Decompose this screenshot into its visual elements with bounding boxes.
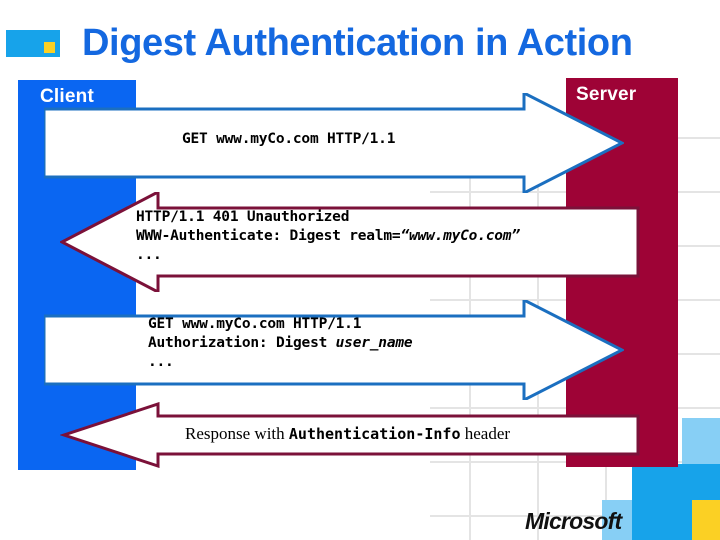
lifeline-client-label: Client — [40, 86, 94, 107]
message-3-text: GET www.myCo.com HTTP/1.1 Authorization:… — [148, 315, 413, 372]
message-4-text: Response with Authentication-Info header — [185, 424, 510, 444]
decoration-block-blue-2 — [632, 466, 662, 540]
message-1-text: GET www.myCo.com HTTP/1.1 — [182, 130, 395, 149]
message-3-line-1: GET www.myCo.com HTTP/1.1 — [148, 316, 362, 332]
message-4-prefix: Response with — [185, 424, 289, 443]
message-1-line-1: GET www.myCo.com HTTP/1.1 — [182, 131, 396, 147]
message-2-line-1: HTTP/1.1 401 Unauthorized — [136, 209, 350, 225]
message-2-text: HTTP/1.1 401 Unauthorized WWW-Authentica… — [136, 208, 520, 265]
message-2-realm-value: “www.myCo.com” — [400, 228, 520, 244]
square-bullet-icon — [6, 30, 60, 57]
message-arrow-2-challenge — [60, 192, 640, 292]
message-arrow-1-request — [44, 93, 624, 193]
message-2-line-3: ... — [136, 247, 162, 263]
message-arrow-4-response — [60, 402, 640, 468]
slide-title-row: Digest Authentication in Action — [0, 18, 720, 72]
decoration-block-lightblue-2 — [602, 500, 632, 540]
decoration-block-yellow-1 — [692, 500, 720, 540]
square-bullet-inner-icon — [44, 42, 55, 53]
decoration-block-lightblue-1 — [682, 418, 720, 464]
message-3-line-3: ... — [148, 354, 174, 370]
message-4-header-name: Authentication-Info — [288, 425, 461, 443]
message-2-line-2-prefix: WWW-Authenticate: Digest realm= — [136, 228, 401, 244]
message-arrow-3-authorized-request — [44, 300, 624, 400]
microsoft-logo: Microsoft — [525, 508, 622, 534]
lifeline-server-label: Server — [576, 84, 637, 105]
page-title: Digest Authentication in Action — [82, 22, 633, 64]
message-3-line-2-prefix: Authorization: Digest — [148, 335, 336, 351]
message-3-username-value: user_name — [335, 335, 413, 351]
message-4-suffix: header — [460, 424, 511, 443]
